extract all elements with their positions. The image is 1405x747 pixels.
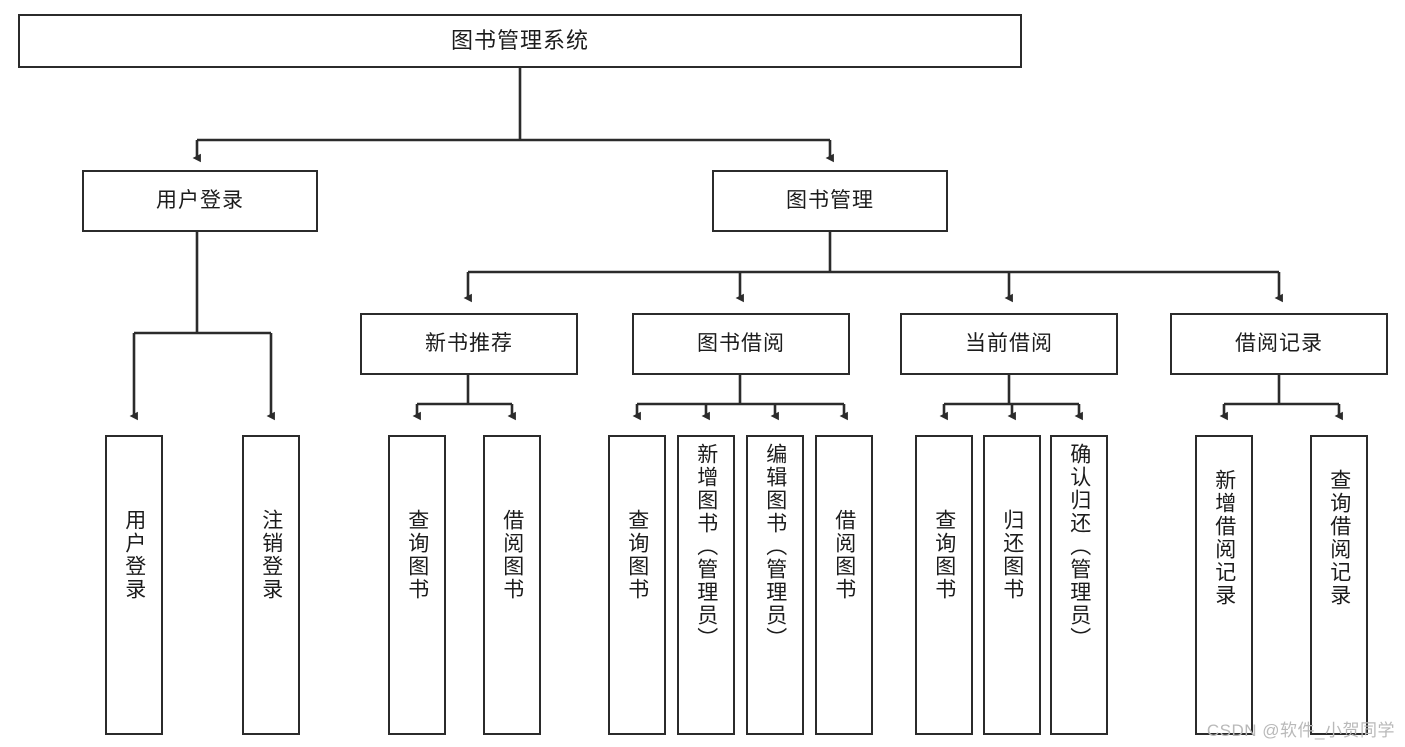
node-leaf-borrow-book-recommend[interactable]: 借阅图书	[483, 435, 541, 735]
node-leaf-query-book-current[interactable]: 查询图书	[915, 435, 973, 735]
node-label: 查询图书	[405, 509, 429, 601]
node-label: 借阅图书	[832, 509, 856, 601]
node-book-manage[interactable]: 图书管理	[712, 170, 948, 232]
node-leaf-add-borrow-record[interactable]: 新增借阅记录	[1195, 435, 1253, 735]
node-label: 编辑图书（管理员）	[763, 443, 787, 650]
node-label: 用户登录	[122, 509, 146, 601]
node-label: 图书管理系统	[450, 27, 589, 53]
node-leaf-logout-login[interactable]: 注销登录	[242, 435, 300, 735]
node-current-borrow[interactable]: 当前借阅	[900, 313, 1118, 375]
node-label: 注销登录	[259, 509, 283, 601]
node-label: 查询图书	[625, 509, 649, 601]
node-leaf-add-book[interactable]: 新增图书（管理员）	[677, 435, 735, 735]
node-label: 确认归还（管理员）	[1067, 443, 1091, 650]
node-label: 图书借阅	[697, 332, 785, 356]
node-leaf-query-book-borrow[interactable]: 查询图书	[608, 435, 666, 735]
node-label: 查询图书	[932, 509, 956, 601]
node-label: 新增借阅记录	[1212, 469, 1236, 607]
node-leaf-user-login[interactable]: 用户登录	[105, 435, 163, 735]
node-label: 借阅图书	[500, 509, 524, 601]
csdn-watermark: CSDN @软件_小贺同学	[1206, 721, 1395, 740]
node-label: 新书推荐	[425, 332, 513, 356]
node-label: 图书管理	[786, 189, 874, 213]
node-book-borrow[interactable]: 图书借阅	[632, 313, 850, 375]
node-user-login[interactable]: 用户登录	[82, 170, 318, 232]
node-root-system[interactable]: 图书管理系统	[18, 14, 1022, 68]
node-leaf-borrow-book[interactable]: 借阅图书	[815, 435, 873, 735]
node-new-book-recommend[interactable]: 新书推荐	[360, 313, 578, 375]
node-label: 查询借阅记录	[1327, 469, 1351, 607]
node-label: 借阅记录	[1235, 332, 1323, 356]
node-leaf-edit-book[interactable]: 编辑图书（管理员）	[746, 435, 804, 735]
node-label: 当前借阅	[965, 332, 1053, 356]
node-leaf-return-book[interactable]: 归还图书	[983, 435, 1041, 735]
node-leaf-query-borrow-record[interactable]: 查询借阅记录	[1310, 435, 1368, 735]
node-label: 归还图书	[1000, 509, 1024, 601]
node-leaf-confirm-return[interactable]: 确认归还（管理员）	[1050, 435, 1108, 735]
node-label: 新增图书（管理员）	[694, 443, 718, 650]
node-leaf-query-book-recommend[interactable]: 查询图书	[388, 435, 446, 735]
node-borrow-record[interactable]: 借阅记录	[1170, 313, 1388, 375]
node-label: 用户登录	[156, 189, 244, 213]
